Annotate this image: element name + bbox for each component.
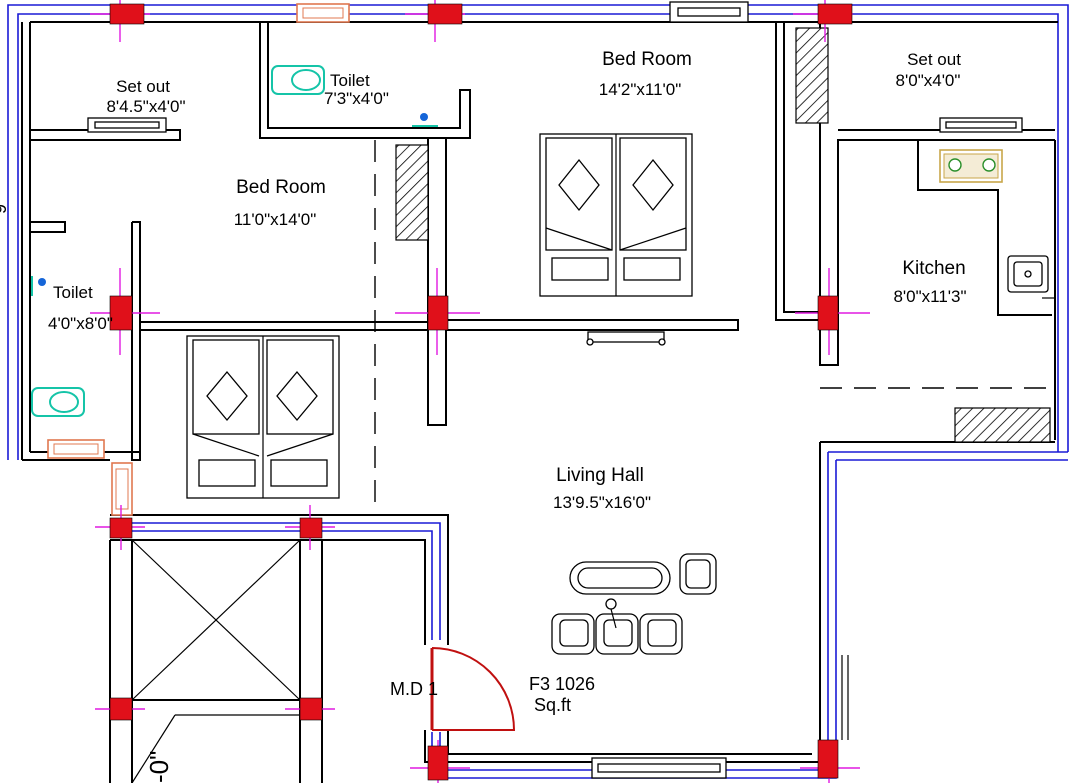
- flat-id-label: F3 1026: [529, 674, 595, 694]
- main-door[interactable]: [430, 647, 516, 731]
- sofa-set: [551, 553, 717, 655]
- toilet-fixtures: [31, 65, 438, 417]
- bed-left: [186, 335, 340, 499]
- room-toilet-left: Toilet 4'0"x8'0": [48, 283, 113, 333]
- room-toilet-top: Toilet 7'3"x4'0": [324, 71, 389, 108]
- room-bedroom-top: Bed Room 14'2"x11'0": [599, 49, 692, 99]
- room-name: Living Hall: [556, 465, 644, 486]
- main-door-label: M.D 1: [390, 679, 438, 699]
- dashed-partitions: [374, 140, 1055, 515]
- room-name: Bed Room: [602, 49, 692, 70]
- room-size: 8'0"x11'3": [893, 287, 966, 306]
- room-size: 7'3"x4'0": [324, 89, 389, 108]
- room-kitchen: Kitchen 8'0"x11'3": [893, 258, 966, 306]
- wardrobes: [395, 27, 1051, 443]
- room-setout-left: Set out 8'4.5"x4'0": [106, 77, 185, 116]
- room-name: Toilet: [330, 71, 370, 90]
- room-name: Set out: [116, 77, 170, 96]
- room-size: 8'0"x4'0": [896, 71, 961, 90]
- flat-unit-label: Sq.ft: [534, 695, 571, 715]
- kitchen-fixtures: [939, 149, 1055, 299]
- room-name: Set out: [907, 50, 961, 69]
- room-size: 13'9.5"x16'0": [553, 493, 651, 512]
- outer-wall-outline: [7, 4, 1069, 779]
- room-setout-right: Set out 8'0"x4'0": [896, 50, 962, 90]
- room-size: 14'2"x11'0": [599, 80, 682, 99]
- columns: [109, 3, 853, 781]
- room-size: 4'0"x8'0": [48, 314, 113, 333]
- bed-top: [539, 133, 693, 297]
- room-living-hall: Living Hall 13'9.5"x16'0": [553, 465, 651, 512]
- room-size: 8'4.5"x4'0": [106, 97, 185, 116]
- windows: [47, 1, 1023, 779]
- dimension-bottom-left: -0": [144, 751, 174, 783]
- room-name: Toilet: [53, 283, 93, 302]
- tv-unit: [586, 331, 666, 346]
- room-name: Kitchen: [902, 258, 965, 279]
- room-size: 11'0"x14'0": [234, 210, 317, 229]
- room-bedroom-left: Bed Room 11'0"x14'0": [234, 177, 326, 229]
- room-name: Bed Room: [236, 177, 326, 198]
- dimension-left-edge: 9: [0, 204, 10, 214]
